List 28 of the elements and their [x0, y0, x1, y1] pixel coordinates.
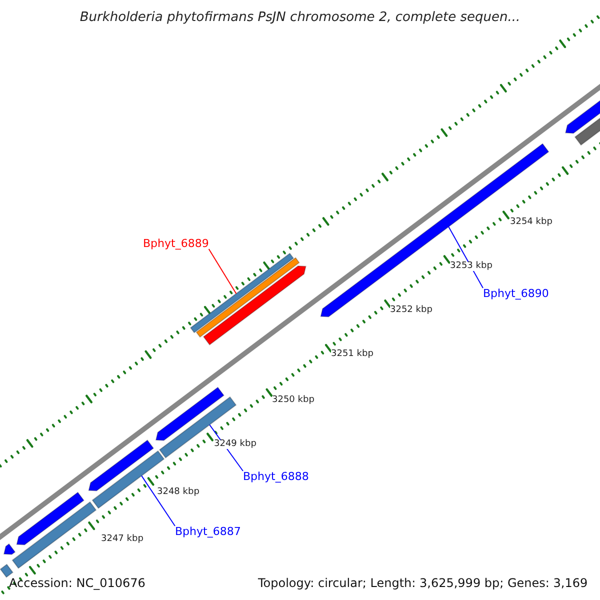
tick-label: 3249 kbp — [214, 440, 256, 449]
leader-line — [141, 475, 176, 526]
gene-feature — [0, 564, 14, 578]
topology-text: Topology: circular; Length: 3,625,999 bp; Genes: 3,169 — [258, 577, 588, 589]
gene-feature — [16, 492, 84, 546]
gene-feature — [158, 396, 237, 458]
gene-feature — [155, 386, 224, 441]
tick-label: 3247 kbp — [101, 535, 144, 544]
gene-feature — [190, 252, 294, 334]
gene-label: Bphyt_6887 — [175, 526, 241, 537]
gene-feature — [12, 501, 97, 569]
tick-label: 3251 kbp — [331, 350, 374, 359]
tick-label: 3254 kbp — [510, 218, 552, 227]
tick-label: 3248 kbp — [157, 488, 200, 497]
tick-label: 3253 kbp — [450, 262, 492, 271]
tick-label: 3250 kbp — [272, 396, 314, 405]
gene-feature — [88, 440, 154, 492]
gene-feature — [3, 543, 16, 555]
gene-label: Bphyt_6890 — [483, 288, 549, 299]
gene-label: Bphyt_6888 — [243, 471, 309, 482]
gene-feature — [196, 257, 300, 338]
map-title: Burkholderia phytofirmans PsJN chromosome 2, complete sequen... — [78, 11, 522, 24]
gene-feature — [202, 266, 306, 346]
tick-label: 3252 kbp — [390, 306, 432, 315]
gene-label: Bphyt_6889 — [143, 238, 209, 249]
accession-text: Accession: NC_010676 — [9, 577, 146, 589]
leader-line — [208, 248, 237, 294]
leader-line — [448, 226, 484, 288]
